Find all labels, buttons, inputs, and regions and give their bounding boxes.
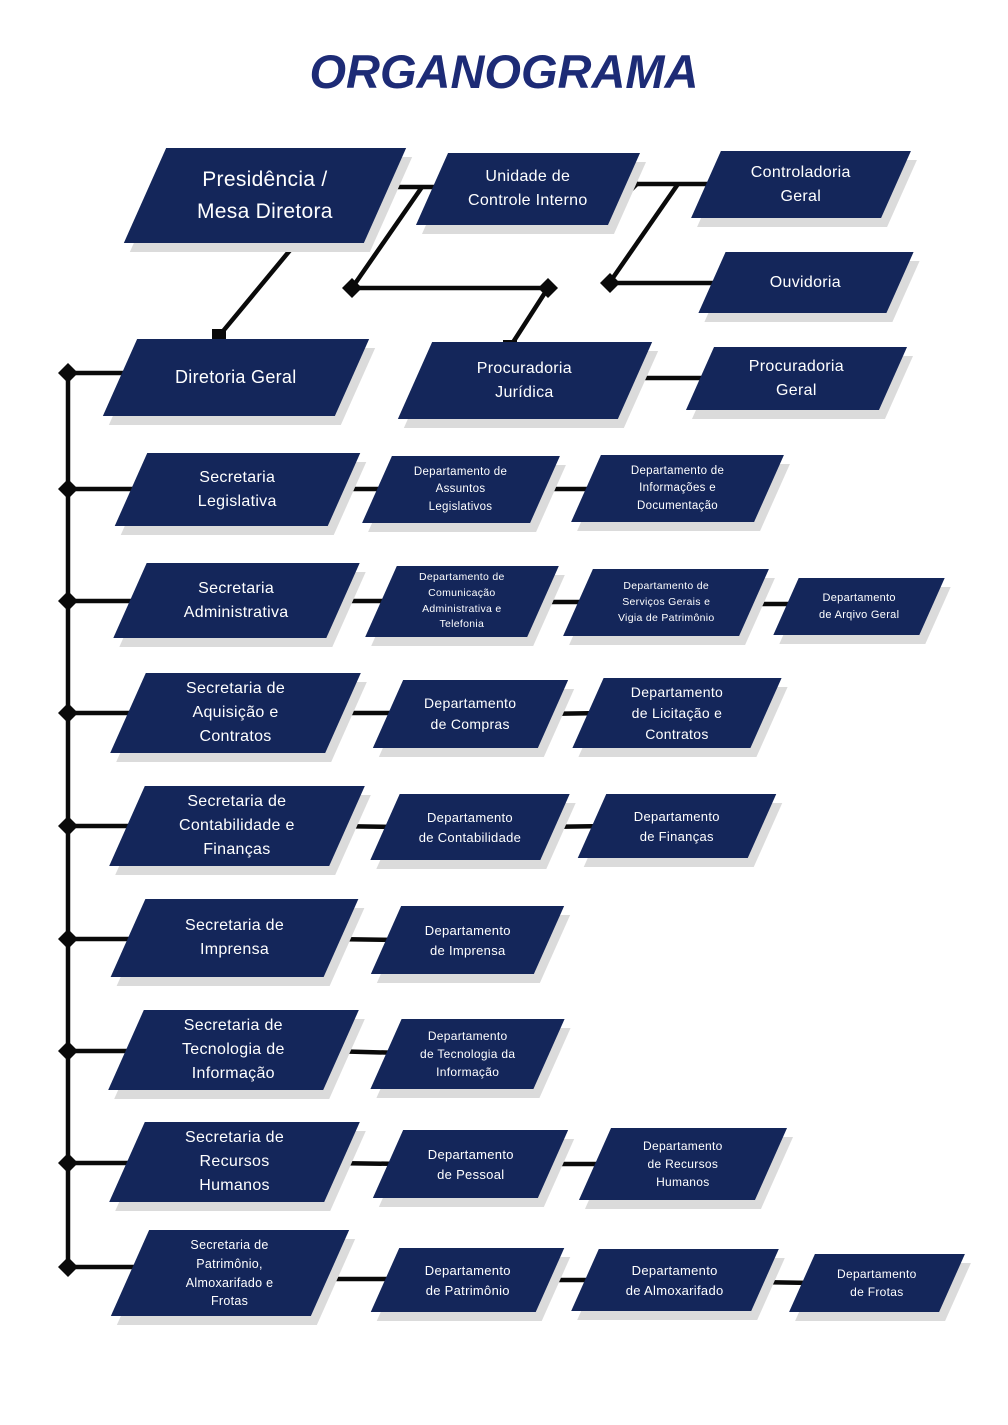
node-procuradoria-geral: Procuradoria Geral (685, 347, 908, 410)
node-dep-contabilidade-label: Departamento de Contabilidade (418, 809, 522, 845)
node-presidencia: Presidência / Mesa Diretora (123, 148, 407, 243)
node-diretoria-geral: Diretoria Geral (102, 339, 370, 416)
node-secretaria-tecnologia-label: Secretaria de Tecnologia de Informação (182, 1017, 285, 1082)
node-dep-arqivo-geral: Departamento de Arqivo Geral (773, 578, 945, 635)
node-dep-pessoal-label: Departamento de Pessoal (427, 1146, 514, 1182)
node-dep-servicos-gerais-label: Departamento de Serviços Gerais e Vigia … (617, 579, 715, 624)
node-dep-pessoal: Departamento de Pessoal (372, 1130, 569, 1198)
node-dep-arqivo-geral-label: Departamento de Arqivo Geral (818, 592, 900, 621)
node-secretaria-recursos-humanos: Secretaria de Recursos Humanos (109, 1122, 360, 1202)
node-dep-compras: Departamento de Compras (372, 680, 569, 748)
node-secretaria-imprensa-label: Secretaria de Imprensa (184, 917, 285, 958)
node-secretaria-recursos-humanos-label: Secretaria de Recursos Humanos (184, 1129, 285, 1194)
node-secretaria-contabilidade-label: Secretaria de Contabilidade e Finanças (179, 793, 295, 858)
node-secretaria-patrimonio: Secretaria de Patrimônio, Almoxarifado e… (110, 1230, 350, 1316)
page-title: ORGANOGRAMA (309, 45, 699, 98)
node-dep-frotas: Departamento de Frotas (789, 1254, 965, 1312)
node-unidade-controle-interno: Unidade de Controle Interno (415, 153, 641, 225)
node-procuradoria-juridica-label: Procuradoria Jurídica (477, 359, 573, 401)
node-dep-financas-label: Departamento de Finanças (634, 808, 720, 844)
node-dep-comunicacao-label: Departamento de Comunicação Administrati… (419, 571, 505, 631)
node-secretaria-aquisicao: Secretaria de Aquisição e Contratos (110, 673, 361, 753)
node-dep-informacoes-documentacao-label: Departamento de Informações e Documentaç… (630, 464, 725, 512)
node-dep-contabilidade: Departamento de Contabilidade (370, 794, 570, 860)
node-dep-financas: Departamento de Finanças (577, 794, 777, 858)
node-procuradoria-juridica: Procuradoria Jurídica (397, 342, 653, 419)
node-controladoria-geral-label: Controladoria Geral (751, 163, 851, 205)
node-secretaria-tecnologia: Secretaria de Tecnologia de Informação (108, 1010, 359, 1090)
node-secretaria-legislativa-label: Secretaria Legislativa (198, 468, 277, 510)
node-ouvidoria: Ouvidoria (698, 252, 914, 313)
node-secretaria-administrativa-label: Secretaria Administrativa (184, 579, 289, 621)
node-secretaria-administrativa: Secretaria Administrativa (113, 563, 360, 638)
node-secretaria-contabilidade: Secretaria de Contabilidade e Finanças (109, 786, 365, 866)
node-ouvidoria-label: Ouvidoria (770, 273, 842, 291)
node-dep-frotas-label: Departamento de Frotas (837, 1267, 917, 1299)
node-dep-almoxarifado-label: Departamento de Almoxarifado (626, 1262, 724, 1298)
node-dep-imprensa: Departamento de Imprensa (370, 906, 565, 974)
node-secretaria-aquisicao-label: Secretaria de Aquisição e Contratos (185, 680, 286, 745)
node-dep-imprensa-label: Departamento de Imprensa (424, 922, 511, 958)
node-procuradoria-geral-label: Procuradoria Geral (748, 357, 845, 399)
node-dep-compras-label: Departamento de Compras (424, 695, 517, 732)
node-dep-assuntos-legislativos: Departamento de Assuntos Legislativos (362, 456, 560, 523)
node-dep-almoxarifado: Departamento de Almoxarifado (571, 1249, 779, 1311)
node-dep-assuntos-legislativos-label: Departamento de Assuntos Legislativos (414, 465, 508, 513)
node-dep-tecnologia: Departamento de Tecnologia da Informação (370, 1019, 565, 1089)
node-diretoria-geral-label: Diretoria Geral (175, 367, 297, 387)
node-dep-patrimonio-label: Departamento de Patrimônio (424, 1262, 511, 1298)
node-controladoria-geral: Controladoria Geral (691, 151, 911, 218)
node-dep-recursos-humanos: Departamento de Recursos Humanos (578, 1128, 788, 1200)
node-dep-tecnologia-label: Departamento de Tecnologia da Informação (419, 1029, 516, 1079)
node-dep-recursos-humanos-label: Departamento de Recursos Humanos (643, 1139, 723, 1189)
node-dep-comunicacao: Departamento de Comunicação Administrati… (365, 566, 559, 637)
node-secretaria-imprensa: Secretaria de Imprensa (110, 899, 359, 977)
node-dep-servicos-gerais: Departamento de Serviços Gerais e Vigia … (563, 569, 769, 636)
node-dep-licitacao: Departamento de Licitação e Contratos (572, 678, 782, 748)
node-secretaria-patrimonio-label: Secretaria de Patrimônio, Almoxarifado e… (186, 1237, 274, 1308)
node-dep-informacoes-documentacao: Departamento de Informações e Documentaç… (571, 455, 784, 522)
node-dep-licitacao-label: Departamento de Licitação e Contratos (630, 683, 724, 742)
node-unidade-controle-interno-label: Unidade de Controle Interno (468, 168, 588, 209)
node-dep-patrimonio: Departamento de Patrimônio (370, 1248, 565, 1312)
node-presidencia-label: Presidência / Mesa Diretora (197, 168, 333, 223)
node-secretaria-legislativa: Secretaria Legislativa (114, 453, 361, 526)
